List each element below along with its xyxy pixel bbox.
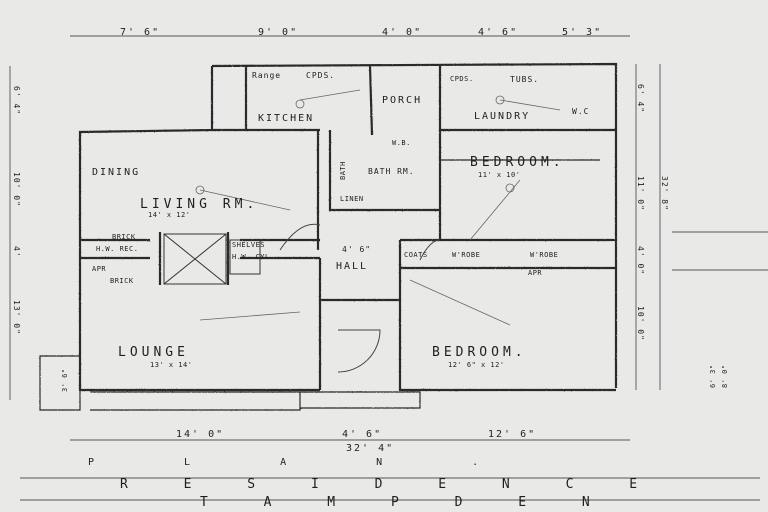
hw-cyl-label: H.W. CYL [232, 253, 270, 261]
fireplace [163, 233, 261, 285]
bedroom2-size: 12' 6" x 12' [448, 361, 505, 369]
dim-right-3: 4' 0" [636, 246, 645, 276]
bath-label: BATH [339, 161, 347, 180]
bath-rm-label: BATH RM. [368, 167, 415, 176]
dim-top-1: 7' 6" [120, 27, 161, 38]
apr2-label: APR [528, 269, 543, 277]
kitchen-label: KITCHEN [258, 113, 315, 124]
electrical-leads [195, 89, 561, 326]
shelves-label: SHELVES [232, 241, 266, 249]
wrobe-label: W'ROBE [452, 251, 481, 259]
cpds-label: CPDS. [306, 71, 336, 80]
title-line3: T A M P D E N [200, 495, 614, 510]
wrobe2-label: W'ROBE [530, 251, 559, 259]
dim-bottom-1: 14' 0" [176, 429, 225, 440]
bedroom1-size: 11' x 10' [478, 171, 521, 179]
coats-label: COATS [404, 251, 428, 259]
porch-label: PORCH [382, 95, 423, 106]
lounge-size: 13' x 14' [150, 361, 193, 369]
title-line1: P L A N . [88, 457, 521, 468]
lounge-label: LOUNGE [118, 345, 189, 360]
laundry-label: LAUNDRY [474, 111, 531, 122]
dining-label: DINING [92, 167, 141, 178]
dim-left-1: 6' 4" [12, 86, 21, 116]
dim-top-4: 4' 6" [478, 27, 519, 38]
dim-bottom-3: 12' 6" [488, 429, 537, 440]
dim-far-right-2: 8' 0" [721, 364, 729, 388]
cpds2-label: CPDS. [450, 75, 474, 83]
dim-porch: 3' 6" [61, 368, 69, 392]
dim-right-1: 6' 4" [636, 84, 645, 114]
hall-label: HALL [336, 261, 369, 272]
dim-right-total: 32' 8" [660, 176, 669, 211]
dim-right-2: 11' 0" [636, 176, 645, 211]
tubs-label: TUBS. [510, 75, 540, 84]
dim-top-5: 5' 3" [562, 27, 603, 38]
range-label: Range [252, 71, 282, 80]
wb-label: W.B. [392, 139, 411, 147]
living-label: LIVING RM. [140, 197, 259, 212]
dim-top-2: 9' 0" [258, 27, 299, 38]
brick-label: BRICK [112, 233, 136, 241]
living-size: 14' x 12' [148, 211, 191, 219]
title-line2: R E S I D E N C E [120, 477, 662, 492]
dim-top-3: 4' 0" [382, 27, 423, 38]
dim-right-4: 10' 0" [636, 306, 645, 341]
dim-left-4: 13' 0" [12, 300, 21, 335]
wc-label: W.C [572, 107, 590, 116]
walls [39, 62, 618, 411]
apr-label: APR [92, 265, 107, 273]
hw-rec-label: H.W. REC. [96, 245, 139, 253]
brick2-label: BRICK [110, 277, 134, 285]
dim-bottom-total: 32' 4" [346, 443, 395, 454]
dim-left-2: 10' 0" [12, 172, 21, 207]
hall-size: 4' 6" [342, 245, 372, 254]
dim-far-right-1: 6' 3" [709, 364, 717, 388]
bedroom2-label: BEDROOM. [432, 345, 527, 360]
dim-left-3: 4' [12, 246, 21, 258]
dimension-lines [9, 35, 768, 501]
linen-label: LINEN [340, 195, 364, 203]
door-swings [279, 223, 441, 373]
dim-bottom-2: 4' 6" [342, 429, 383, 440]
bedroom1-label: BEDROOM. [470, 155, 565, 170]
